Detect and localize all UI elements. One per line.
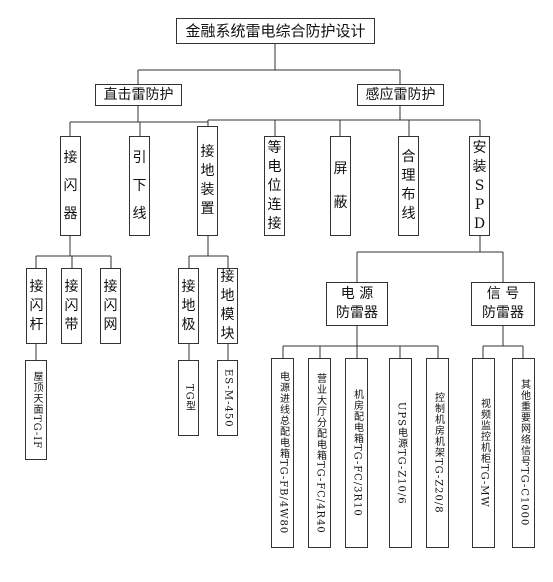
power-spd-box: 电 源 防雷器 [326,282,388,326]
rod-detail-box: 屋顶天面TG-IF [25,360,47,460]
down-conductor-box: 引下线 [129,136,150,236]
wiring-box: 合理布线 [398,136,419,236]
diagram-title: 金融系统雷电综合防护设计 [185,22,366,40]
power-spd-line2: 防雷器 [336,305,378,321]
signal-spd-line1: 信 号 [486,286,520,302]
lightning-strip-box: 接闪带 [61,268,82,344]
power-item-model: TG-FB/4W80 [277,459,289,535]
electrode-detail-box: TG型 [178,360,199,436]
spd-box: 安装SPD [469,136,490,236]
ground-electrode-label: 接地极 [181,278,196,333]
signal-item-name: 视频监控机柜 [478,398,490,465]
signal-spd-line2: 防雷器 [482,305,524,321]
ground-module-box: 接地模块 [217,268,238,344]
lightning-rod-label: 接闪杆 [29,278,44,333]
grounding-label: 接地装置 [200,144,215,217]
signal-item-name: 其他重要网络信号 [518,379,530,468]
power-item-box: UPS电源TG-Z10/6 [389,358,412,548]
air-terminal-label: 接闪器 [63,150,78,222]
induced-lightning-label: 感应雷防护 [365,87,436,103]
ground-module-label: 接地模块 [220,269,235,342]
signal-item-box: 视频监控机柜TG-MW [472,358,495,548]
electrode-detail-label: TG型 [183,384,195,412]
power-item-box: 机房配电箱TG-FC/3R10 [345,358,368,548]
spd-label: 安装SPD [472,139,487,232]
power-item-name: 控制机房机架 [432,392,444,459]
wiring-label: 合理布线 [401,149,416,222]
induced-lightning-box: 感应雷防护 [357,84,444,106]
signal-item-box: 其他重要网络信号TG-C1000 [512,358,535,548]
power-item-name: 机房配电箱 [351,389,363,445]
lightning-rod-box: 接闪杆 [26,268,47,344]
power-item-model: TG-FC/4R40 [314,460,326,534]
power-item-name: 营业大厅分配电箱 [314,372,326,461]
power-item-name: UPS电源 [395,401,407,449]
air-terminal-box: 接闪器 [60,136,81,236]
lightning-mesh-box: 接闪网 [100,268,121,344]
grounding-box: 接地装置 [197,126,218,236]
power-item-model: TG-FC/3R10 [351,444,363,517]
title-box: 金融系统雷电综合防护设计 [176,18,375,44]
shielding-label: 屏蔽 [333,161,348,211]
ground-electrode-box: 接地极 [178,268,199,344]
direct-lightning-box: 直击雷防护 [95,84,182,106]
module-detail-label: ES-M-450 [222,368,234,428]
power-item-model: TG-Z20/8 [432,458,444,514]
power-item-box: 电源进线总配电箱TG-FB/4W80 [271,358,294,548]
lightning-mesh-label: 接闪网 [103,278,118,333]
power-item-box: 控制机房机架TG-Z20/8 [426,358,449,548]
power-item-model: TG-Z10/6 [395,448,407,505]
power-item-name: 电源进线总配电箱 [277,371,289,460]
module-detail-box: ES-M-450 [217,360,238,436]
power-spd-line1: 电 源 [340,286,374,302]
direct-lightning-label: 直击雷防护 [103,87,174,103]
signal-item-model: TG-MW [478,464,490,508]
equipotential-label: 等电位连接 [267,139,282,232]
signal-spd-box: 信 号 防雷器 [471,282,535,326]
equipotential-box: 等电位连接 [264,136,285,236]
lightning-strip-label: 接闪带 [64,278,79,333]
signal-item-model: TG-C1000 [518,467,530,527]
rod-detail-label: 屋顶天面TG-IF [31,370,42,450]
power-item-box: 营业大厅分配电箱TG-FC/4R40 [308,358,331,548]
down-conductor-label: 引下线 [132,150,147,222]
shielding-box: 屏蔽 [330,136,351,236]
